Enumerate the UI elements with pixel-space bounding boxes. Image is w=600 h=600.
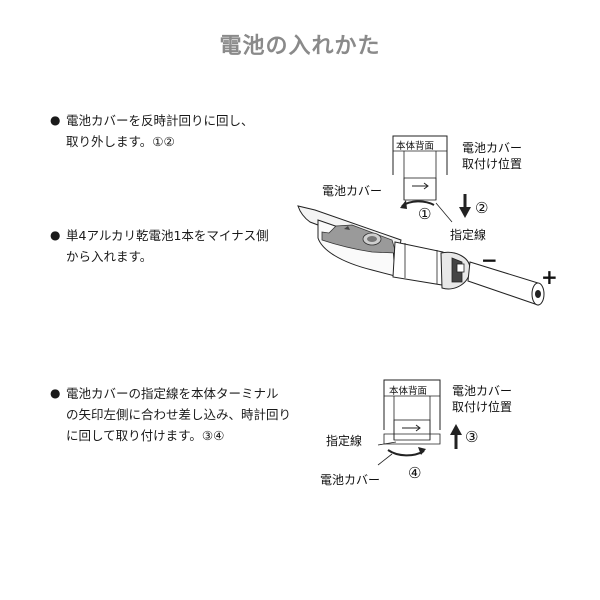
body-back-label-top: 本体背面 [396, 141, 435, 152]
marker-line-label-top: 指定線 [450, 228, 487, 242]
step-number-4: ④ [408, 464, 422, 482]
terminal-arrow-icon [402, 424, 421, 432]
step-2-text: 単4アルカリ乾電池1本をマイナス側 から入れます。 [66, 228, 269, 264]
cover-position-label-top: 電池カバー 取付け位置 [462, 141, 523, 171]
page-title: 電池の入れかた [219, 34, 381, 59]
leader-line [377, 441, 397, 446]
step-number-3: ③ [465, 428, 479, 446]
body-back-box-bottom [383, 379, 441, 445]
body-back-box-top [392, 135, 448, 201]
minus-label: − [481, 248, 498, 272]
rotate-cw-arrow-icon [387, 449, 425, 457]
step-number-2: ② [475, 199, 489, 217]
battery-cover-label-bottom: 電池カバー [320, 473, 381, 487]
cover-position-label-bottom: 電池カバー 取付け位置 [452, 384, 513, 414]
marker-line-label-bottom: 指定線 [326, 434, 363, 448]
down-arrow-icon [459, 194, 471, 218]
bullet-icon: ● [50, 228, 61, 242]
step-3-text: 電池カバーの指定線を本体ターミナル の矢印左側に合わせ差し込み、時計回り に回し… [66, 386, 292, 443]
leader-line [435, 202, 453, 223]
plus-label: + [541, 265, 558, 289]
up-arrow-icon [450, 424, 462, 449]
step-1-text: 電池カバーを反時計回りに回し、 取り外します。①② [66, 113, 254, 149]
leader-line [377, 453, 393, 466]
terminal-arrow-icon [412, 182, 429, 190]
bullet-icon: ● [50, 113, 61, 127]
battery-cover-label-top: 電池カバー [322, 184, 383, 198]
bullet-icon: ● [50, 386, 61, 400]
body-back-label-bottom: 本体背面 [389, 386, 428, 397]
device-illustration [297, 205, 545, 306]
step-number-1: ① [418, 205, 432, 223]
